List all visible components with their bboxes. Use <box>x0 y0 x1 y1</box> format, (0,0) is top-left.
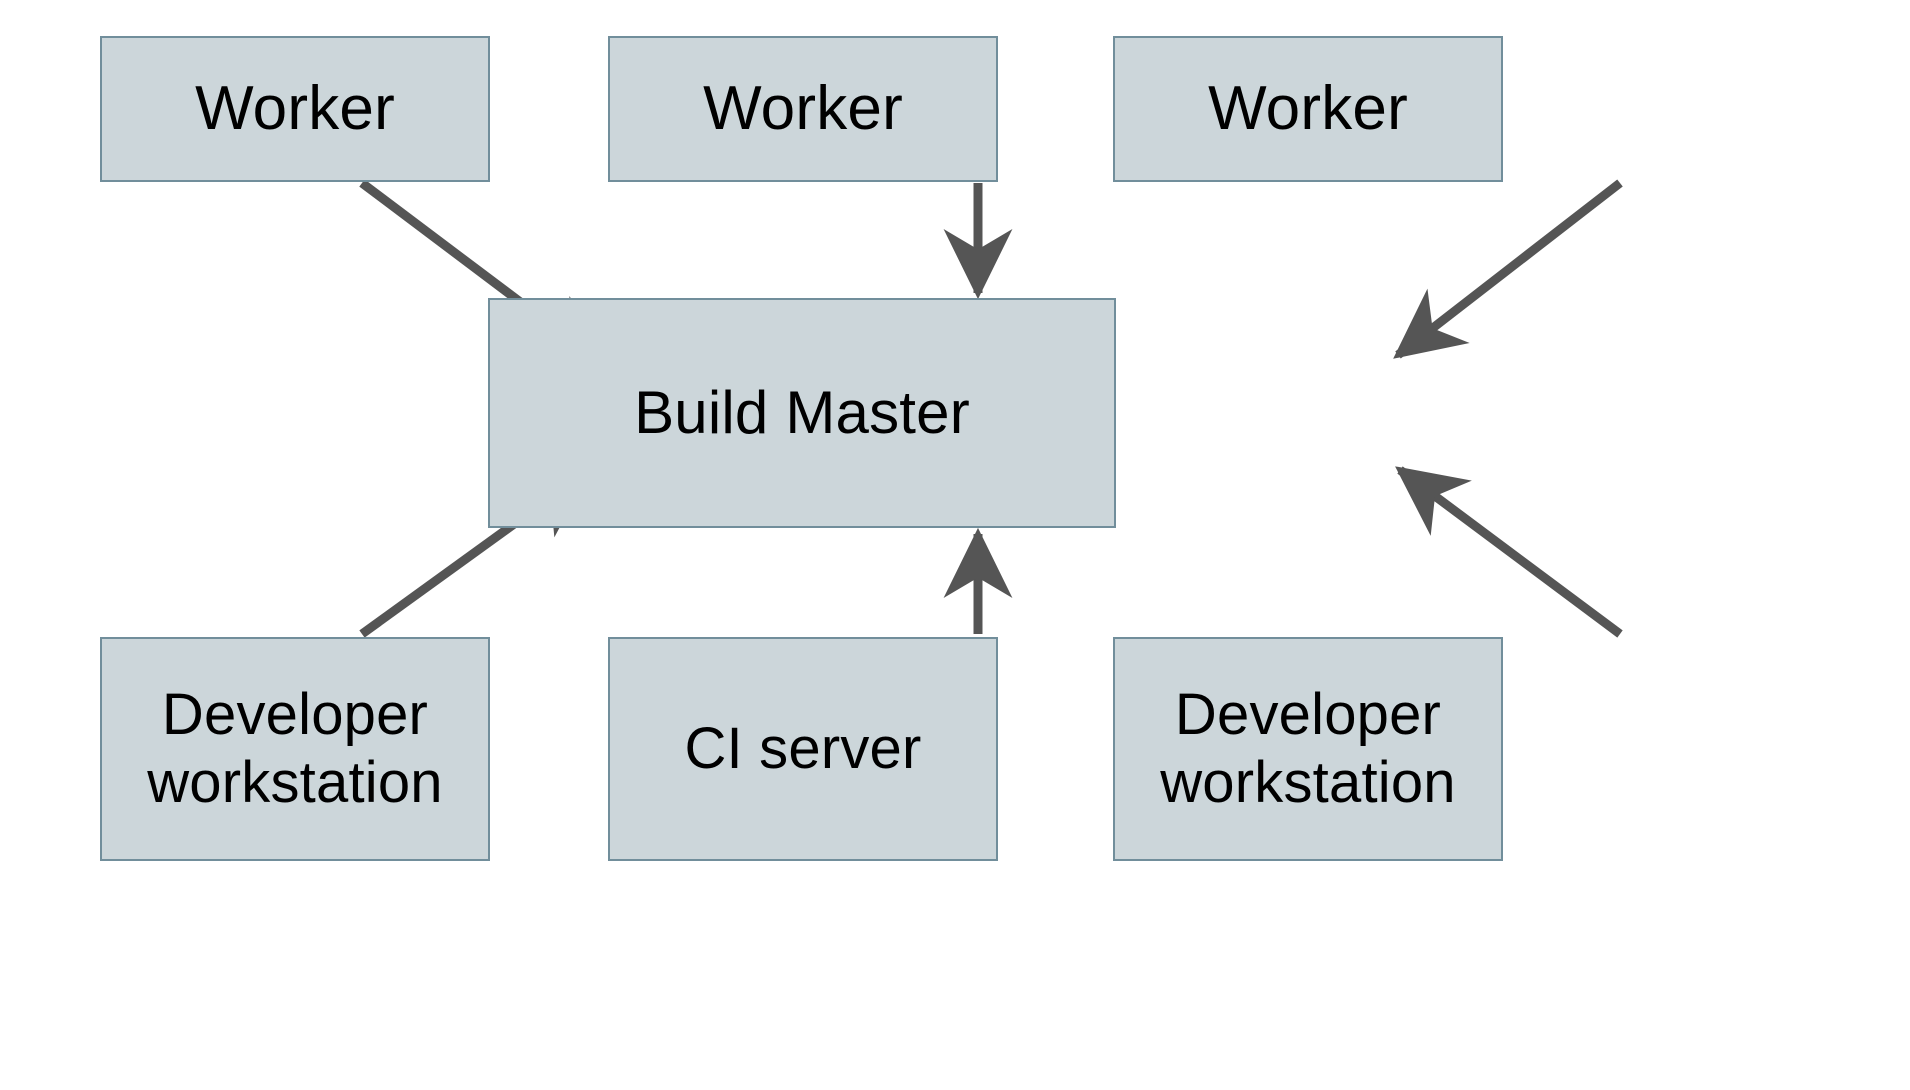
node-build-master[interactable]: Build Master <box>488 298 1116 528</box>
node-build-master-label: Build Master <box>634 378 970 446</box>
node-worker-1[interactable]: Worker <box>100 36 490 182</box>
edge-dev-workstation-right-to-build-master <box>1395 466 1623 638</box>
node-dev-workstation-left[interactable]: Developer workstation <box>100 637 490 861</box>
node-dev-workstation-right-label: Developer workstation <box>1160 681 1456 815</box>
node-ci-server[interactable]: CI server <box>608 637 998 861</box>
node-ci-server-label: CI server <box>684 715 922 781</box>
node-worker-3-label: Worker <box>1208 74 1408 144</box>
node-dev-workstation-right[interactable]: Developer workstation <box>1113 637 1503 861</box>
node-worker-3[interactable]: Worker <box>1113 36 1503 182</box>
node-worker-1-label: Worker <box>195 74 395 144</box>
node-dev-workstation-left-label: Developer workstation <box>147 681 443 815</box>
node-worker-2-label: Worker <box>703 74 903 144</box>
edge-worker-3-to-build-master <box>1393 179 1623 359</box>
node-worker-2[interactable]: Worker <box>608 36 998 182</box>
